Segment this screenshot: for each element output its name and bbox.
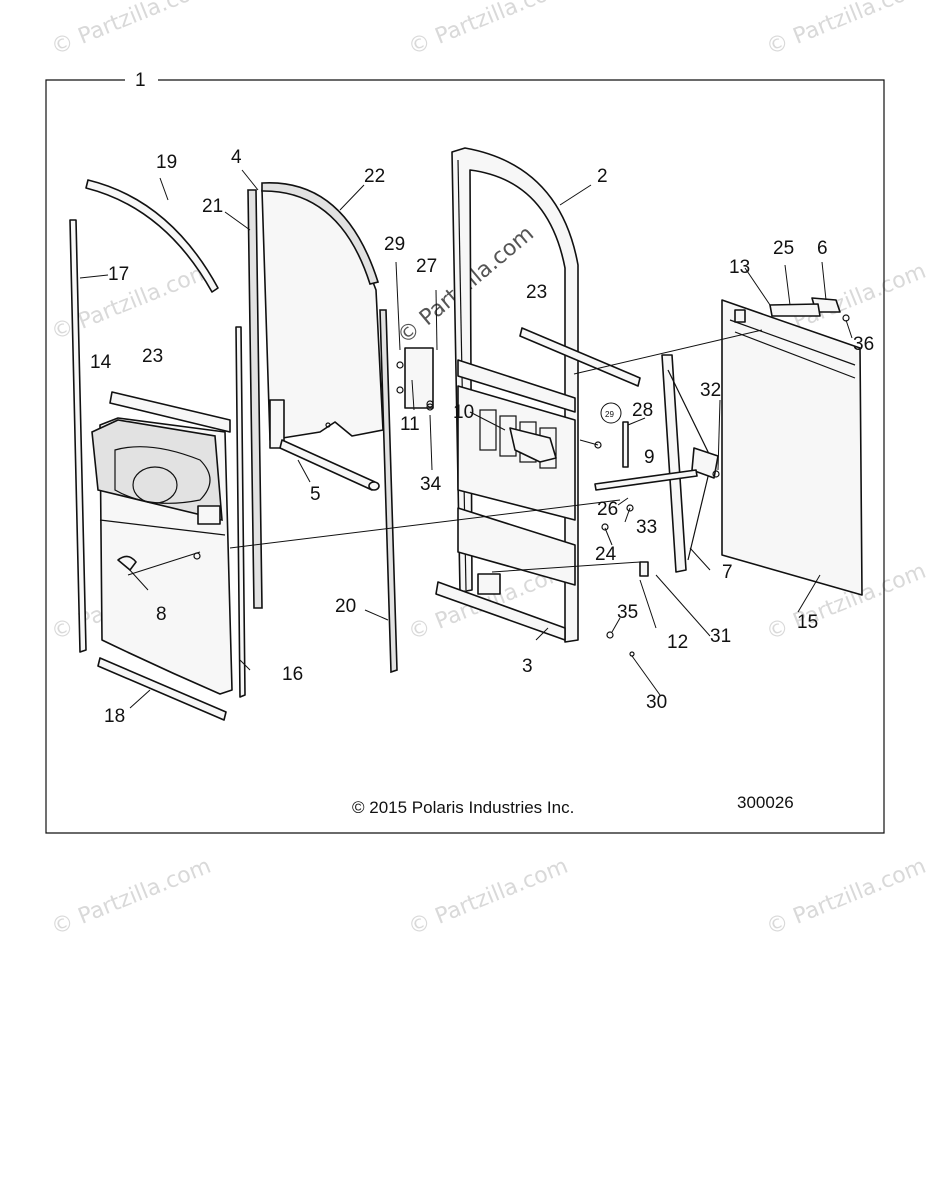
watermark: © Partzilla.com: [48, 854, 215, 941]
callout-29-badge: 29: [600, 402, 622, 424]
part-15-panel[interactable]: [721, 299, 863, 596]
leader-lines: [79, 169, 853, 709]
part-14-door-panel[interactable]: [91, 417, 233, 695]
callout-31[interactable]: 31: [710, 626, 731, 647]
part-19-seal[interactable]: [85, 179, 219, 293]
callout-17[interactable]: 17: [108, 264, 129, 285]
part-21-seal[interactable]: [247, 189, 263, 609]
callout-35[interactable]: 35: [617, 602, 638, 623]
part-17-strip[interactable]: [69, 219, 87, 653]
watermark: © Partzilla.com: [405, 0, 572, 61]
diagram-number: 300026: [737, 793, 794, 812]
callout-36[interactable]: 36: [853, 334, 874, 355]
watermark: © Partzilla.com: [405, 854, 572, 941]
part-6-handle[interactable]: [769, 297, 850, 322]
part-16-bar[interactable]: [235, 326, 246, 698]
watermark: © Partzilla.com: [763, 0, 930, 61]
part-22-glass[interactable]: [261, 182, 384, 441]
badge-text: 29: [605, 410, 614, 419]
callout-2[interactable]: 2: [597, 166, 608, 187]
callout-21[interactable]: 21: [202, 196, 223, 217]
callout-23-left[interactable]: 23: [142, 346, 163, 367]
callout-29[interactable]: 29: [384, 234, 405, 255]
copyright-text: © 2015 Polaris Industries Inc.: [352, 798, 574, 817]
part-23-ledge-left[interactable]: [109, 391, 231, 433]
callout-11[interactable]: 11: [400, 414, 420, 435]
part-5-regulator[interactable]: [269, 399, 380, 491]
assembly-frame: 1: [45, 70, 885, 834]
callout-16[interactable]: 16: [282, 664, 303, 685]
alignment-lines: [127, 329, 763, 576]
part-2-frame[interactable]: [451, 147, 579, 643]
part-20-seal[interactable]: [379, 309, 398, 674]
hardware: [426, 403, 720, 657]
callout-33[interactable]: 33: [636, 517, 657, 538]
callout-25[interactable]: 25: [773, 238, 794, 259]
callout-7[interactable]: 7: [722, 562, 733, 583]
callout-23-right[interactable]: 23: [526, 282, 547, 303]
callout-4[interactable]: 4: [231, 147, 242, 168]
part-7-regulator[interactable]: [661, 354, 719, 573]
callout-9[interactable]: 9: [644, 447, 655, 468]
part-23-ledge-right[interactable]: [519, 327, 641, 387]
part-9-rod[interactable]: [594, 469, 698, 491]
callout-6[interactable]: 6: [817, 238, 828, 259]
part-3-channel[interactable]: [435, 573, 566, 641]
watermark: © Partzilla.com: [48, 0, 215, 61]
part-10-latch[interactable]: [509, 427, 557, 463]
callout-28[interactable]: 28: [632, 400, 653, 421]
callout-18[interactable]: 18: [104, 706, 125, 727]
callout-labels: 2 3 4 5 6 7 8 9 10 11 12 13 14 15 16 17 …: [90, 147, 874, 727]
callout-5[interactable]: 5: [310, 484, 321, 505]
callout-27[interactable]: 27: [416, 256, 437, 277]
callout-13[interactable]: 13: [729, 257, 750, 278]
part-28-pin[interactable]: [622, 421, 629, 468]
callout-3[interactable]: 3: [522, 656, 533, 677]
callout-12[interactable]: 12: [667, 632, 688, 653]
callout-10[interactable]: 10: [453, 402, 474, 423]
callout-8[interactable]: 8: [156, 604, 167, 625]
part-18-bar[interactable]: [97, 657, 227, 721]
callout-32[interactable]: 32: [700, 380, 721, 401]
part-11-plate[interactable]: [396, 347, 434, 409]
watermark: © Partzilla.com: [763, 854, 930, 941]
callout-26[interactable]: 26: [597, 499, 618, 520]
callout-22[interactable]: 22: [364, 166, 385, 187]
callout-1[interactable]: 1: [135, 70, 146, 91]
callout-19[interactable]: 19: [156, 152, 177, 173]
callout-15[interactable]: 15: [797, 612, 818, 633]
callout-20[interactable]: 20: [335, 596, 356, 617]
callout-24[interactable]: 24: [595, 544, 617, 565]
diagram-footer: © 2015 Polaris Industries Inc. 300026: [352, 793, 794, 817]
callout-30[interactable]: 30: [646, 692, 667, 713]
callout-14[interactable]: 14: [90, 352, 112, 373]
callout-34[interactable]: 34: [420, 474, 442, 495]
